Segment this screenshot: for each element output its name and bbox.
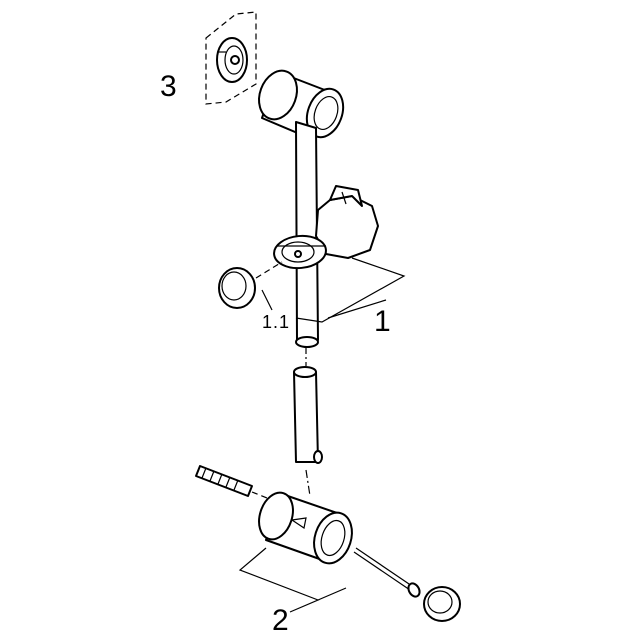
axis-line-2 bbox=[305, 469, 311, 497]
bottom-cap bbox=[423, 586, 461, 622]
slider-handset-holder bbox=[273, 185, 379, 270]
part-1-1-cap bbox=[218, 261, 283, 309]
part-3-wall-disc bbox=[205, 11, 257, 105]
label-part-3: 3 bbox=[160, 70, 177, 103]
label-part-1-1: 1.1 bbox=[262, 312, 291, 332]
part-2-lower-holder bbox=[258, 491, 353, 565]
leader-lines-lower bbox=[238, 547, 347, 613]
lower-rail-segment bbox=[293, 366, 323, 464]
label-part-1: 1 bbox=[374, 305, 391, 338]
screw-wall-plug bbox=[195, 465, 273, 501]
part-1-rail bbox=[295, 121, 319, 348]
label-part-2: 2 bbox=[272, 604, 289, 637]
upper-wall-holder bbox=[258, 69, 345, 141]
long-screw bbox=[353, 547, 421, 598]
part-3-dashed-frame bbox=[205, 11, 257, 105]
leader-lines-upper bbox=[261, 257, 406, 323]
